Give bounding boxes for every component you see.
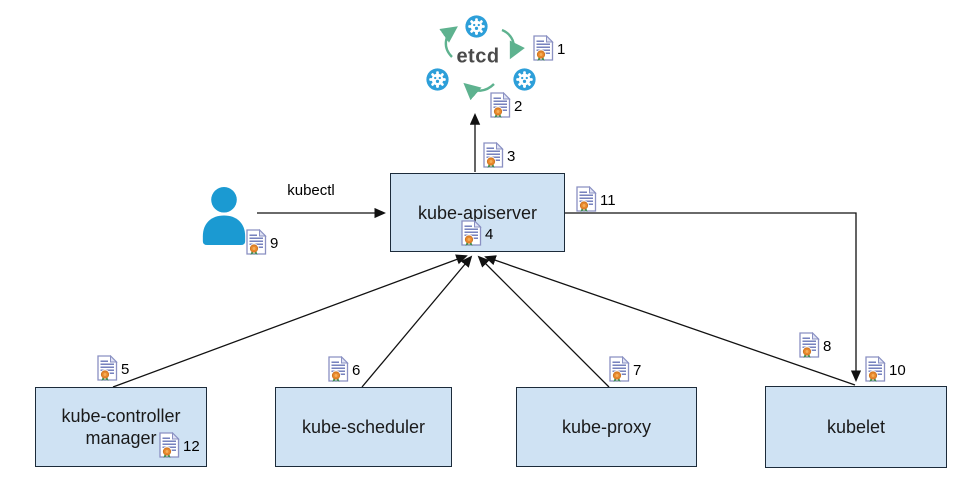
- certificate-label: 7: [633, 362, 642, 379]
- certificate-icon: [481, 142, 505, 168]
- node-kube-apiserver-label: kube-apiserver: [417, 202, 538, 223]
- certificate-8: 8: [797, 332, 831, 358]
- certificate-icon: [488, 92, 512, 118]
- etcd-cycle-arc-bottom: [463, 82, 495, 101]
- certificate-12: 12: [157, 432, 200, 458]
- etcd-gear-icon: [513, 68, 536, 91]
- etcd-cycle-arc-right: [501, 28, 525, 60]
- certificate-label: 10: [889, 362, 906, 379]
- node-kubelet: kubelet: [765, 386, 947, 468]
- node-kube-controller-manager-label-line2: manager: [85, 428, 157, 448]
- certificate-2: 2: [488, 92, 522, 118]
- certificate-5: 5: [95, 355, 129, 381]
- certificate-3: 3: [481, 142, 515, 168]
- kubectl-label: kubectl: [287, 182, 335, 199]
- etcd-gear-icon: [465, 15, 488, 38]
- certificate-label: 6: [352, 362, 361, 379]
- certificate-icon: [244, 229, 268, 255]
- certificate-6: 6: [326, 356, 360, 382]
- node-kube-proxy: kube-proxy: [516, 387, 697, 467]
- certificate-label: 5: [121, 361, 130, 378]
- certificate-7: 7: [607, 356, 641, 382]
- node-kube-scheduler-label: kube-scheduler: [301, 417, 426, 437]
- certificate-11: 11: [574, 186, 616, 212]
- certificate-label: 11: [600, 192, 616, 209]
- node-kubelet-label: kubelet: [826, 417, 886, 437]
- certificate-icon: [326, 356, 350, 382]
- certificate-icon: [531, 35, 555, 61]
- certificate-icon: [157, 432, 181, 458]
- etcd-cycle-arc-left: [439, 26, 458, 58]
- arrow-kubelet-to-apiserver: [484, 255, 856, 386]
- node-kube-controller-manager-label-line1: kube-controller: [61, 406, 181, 426]
- certificate-label: 4: [485, 226, 494, 243]
- certificate-label: 1: [557, 41, 566, 58]
- certificate-label: 9: [270, 235, 279, 252]
- certificate-9: 9: [244, 229, 278, 255]
- arrow-scheduler-to-apiserver: [361, 255, 473, 388]
- certificate-label: 12: [183, 438, 200, 455]
- arrow-controller-manager-to-apiserver: [112, 254, 468, 388]
- certificate-label: 3: [507, 148, 516, 165]
- etcd-label: etcd: [456, 45, 500, 68]
- certificate-1: 1: [531, 35, 565, 61]
- certificate-icon: [574, 186, 598, 212]
- user-icon: [199, 185, 249, 246]
- arrow-proxy-to-apiserver: [477, 255, 610, 388]
- certificate-icon: [459, 220, 483, 246]
- certificate-icon: [863, 356, 887, 382]
- certificate-4: 4: [459, 220, 493, 246]
- node-kube-proxy-label: kube-proxy: [561, 417, 652, 437]
- certificate-icon: [797, 332, 821, 358]
- certificate-10: 10: [863, 356, 906, 382]
- certificate-icon: [95, 355, 119, 381]
- certificate-label: 8: [823, 338, 832, 355]
- certificate-label: 2: [514, 98, 523, 115]
- certificate-icon: [607, 356, 631, 382]
- elbow-apiserver-to-kubelet: [565, 212, 862, 382]
- etcd-gear-icon: [426, 68, 449, 91]
- node-kube-scheduler: kube-scheduler: [275, 387, 452, 467]
